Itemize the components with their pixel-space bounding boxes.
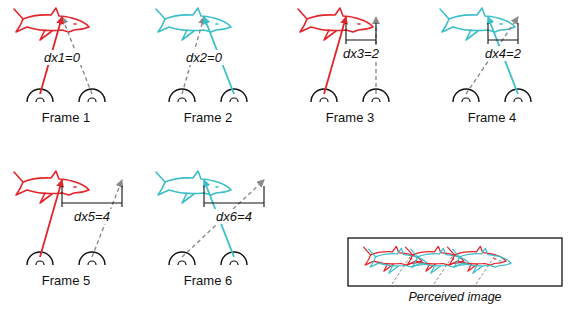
pupil-symbol bbox=[178, 261, 186, 265]
pupil-symbol bbox=[514, 98, 522, 102]
dolphin-figure bbox=[411, 248, 470, 273]
pupil-symbol bbox=[178, 98, 186, 102]
frame-label: Frame 1 bbox=[40, 110, 92, 125]
frame-group bbox=[440, 8, 531, 102]
eye-symbol bbox=[169, 252, 195, 265]
pupil-symbol bbox=[88, 98, 96, 102]
frame-label: Frame 5 bbox=[40, 273, 92, 288]
disparity-bracket bbox=[488, 23, 518, 44]
pupil-symbol bbox=[88, 261, 96, 265]
eye-symbol bbox=[221, 89, 247, 102]
dolphin-figure bbox=[440, 8, 515, 40]
caption-text: Perceived image bbox=[406, 290, 503, 305]
dolphin-figure bbox=[406, 246, 465, 271]
pupil-symbol bbox=[36, 261, 44, 265]
eye-symbol bbox=[505, 89, 531, 102]
frame-group bbox=[156, 171, 264, 265]
eye-symbol bbox=[453, 89, 479, 102]
frame-group bbox=[156, 8, 247, 102]
dolphin-figure bbox=[14, 171, 89, 203]
disparity-bracket bbox=[204, 186, 264, 207]
pupil-symbol bbox=[36, 98, 44, 102]
dolphin-figure bbox=[14, 8, 89, 40]
disparity-bracket bbox=[62, 186, 122, 207]
dolphin-figure bbox=[364, 246, 423, 271]
frame-label: Frame 4 bbox=[466, 110, 518, 125]
pupil-symbol bbox=[462, 98, 470, 102]
frame-group bbox=[14, 8, 105, 102]
dolphin-figure bbox=[156, 8, 231, 40]
eye-symbol bbox=[169, 89, 195, 102]
dolphin-figure bbox=[298, 8, 373, 40]
eye-symbol bbox=[221, 252, 247, 265]
pupil-symbol bbox=[320, 98, 328, 102]
dolphin-figure bbox=[453, 248, 512, 273]
perceived-box bbox=[348, 238, 562, 286]
pupil-symbol bbox=[230, 261, 238, 265]
sight-arrow bbox=[40, 180, 62, 257]
pupil-symbol bbox=[230, 98, 238, 102]
frame-label: Frame 6 bbox=[182, 273, 234, 288]
frame-group bbox=[14, 171, 122, 265]
disparity-label: dx3=2 bbox=[341, 46, 381, 61]
frame-label: Frame 2 bbox=[182, 110, 234, 125]
frame-label: Frame 3 bbox=[324, 110, 376, 125]
pupil-symbol bbox=[372, 98, 380, 102]
gray-sight-arrow bbox=[182, 180, 264, 257]
disparity-label: dx5=4 bbox=[72, 209, 112, 224]
frame-group bbox=[298, 8, 389, 102]
disparity-bracket bbox=[346, 23, 376, 44]
dolphin-figure bbox=[156, 171, 231, 203]
disparity-label: dx6=4 bbox=[214, 209, 254, 224]
disparity-label: dx1=0 bbox=[42, 50, 82, 65]
eye-symbol bbox=[79, 89, 105, 102]
dolphin-figure bbox=[369, 248, 428, 273]
disparity-label: dx4=2 bbox=[483, 46, 523, 61]
eye-symbol bbox=[79, 252, 105, 265]
disparity-label: dx2=0 bbox=[184, 50, 224, 65]
dolphin-figure bbox=[448, 246, 507, 271]
